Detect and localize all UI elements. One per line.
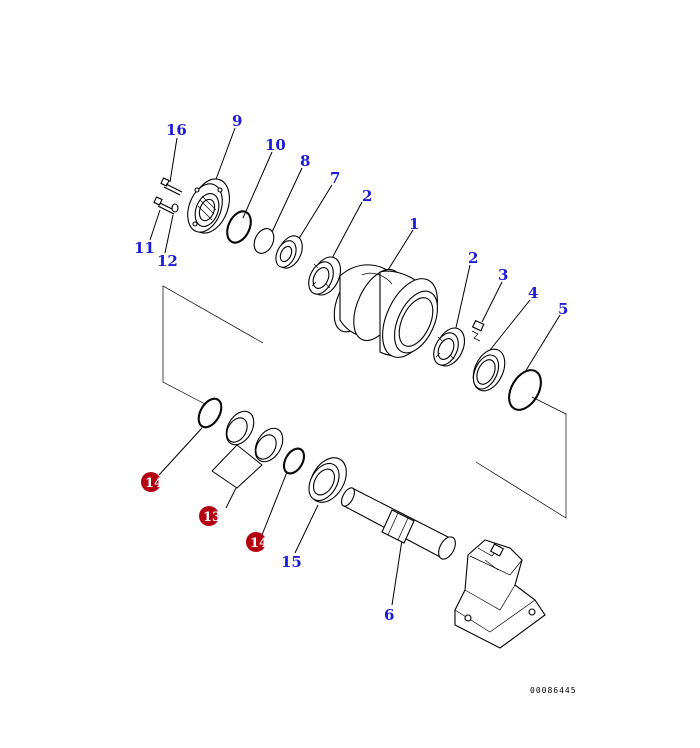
o-ring-14a	[197, 397, 223, 429]
bolt-11	[153, 196, 177, 215]
seal-7	[275, 235, 303, 269]
svg-text:13: 13	[203, 510, 221, 525]
shaft-6	[341, 487, 456, 560]
callout-15: 15	[281, 553, 302, 571]
callout-2a: 2	[362, 187, 372, 205]
bushing-2b	[433, 327, 466, 367]
callout-16: 16	[166, 121, 187, 139]
marker-13: 13	[199, 506, 221, 526]
callout-4: 4	[528, 284, 538, 302]
callout-10: 10	[265, 136, 286, 154]
callout-7: 7	[330, 169, 340, 187]
ring-8	[253, 228, 275, 254]
callout-5: 5	[558, 300, 568, 318]
callout-11: 11	[134, 239, 155, 257]
ring-13b	[254, 427, 284, 463]
bushing-2a	[308, 256, 342, 296]
callout-2b: 2	[468, 249, 478, 267]
callout-6: 6	[384, 606, 394, 624]
callout-1: 1	[409, 215, 419, 233]
callout-9: 9	[232, 112, 242, 130]
leader-lines	[149, 127, 567, 606]
o-ring-5	[508, 369, 542, 411]
washer-12	[171, 203, 179, 213]
seal-4	[472, 348, 506, 392]
svg-text:14: 14	[250, 536, 268, 551]
o-ring-14b	[282, 447, 306, 475]
drawing-code: 00086445	[530, 686, 577, 695]
cover-9	[187, 178, 230, 234]
callout-3: 3	[498, 266, 508, 284]
marker-14b: 14	[246, 532, 268, 552]
seal-15	[308, 457, 347, 503]
callout-12: 12	[157, 252, 178, 270]
svg-text:14: 14	[145, 476, 163, 491]
bracket	[454, 539, 546, 649]
bolt-16	[160, 177, 183, 196]
marker-14a: 14	[141, 472, 163, 492]
callout-8: 8	[300, 152, 310, 170]
o-ring-10	[226, 210, 252, 244]
ring-13a	[225, 410, 255, 446]
pin-3	[471, 319, 485, 342]
callout-labels: 16 9 10 8 7 2 1 2 3 4 5 11 12 15 6	[134, 112, 568, 624]
marker-callouts: 14 13 14	[141, 472, 268, 552]
roller-1	[333, 264, 439, 358]
